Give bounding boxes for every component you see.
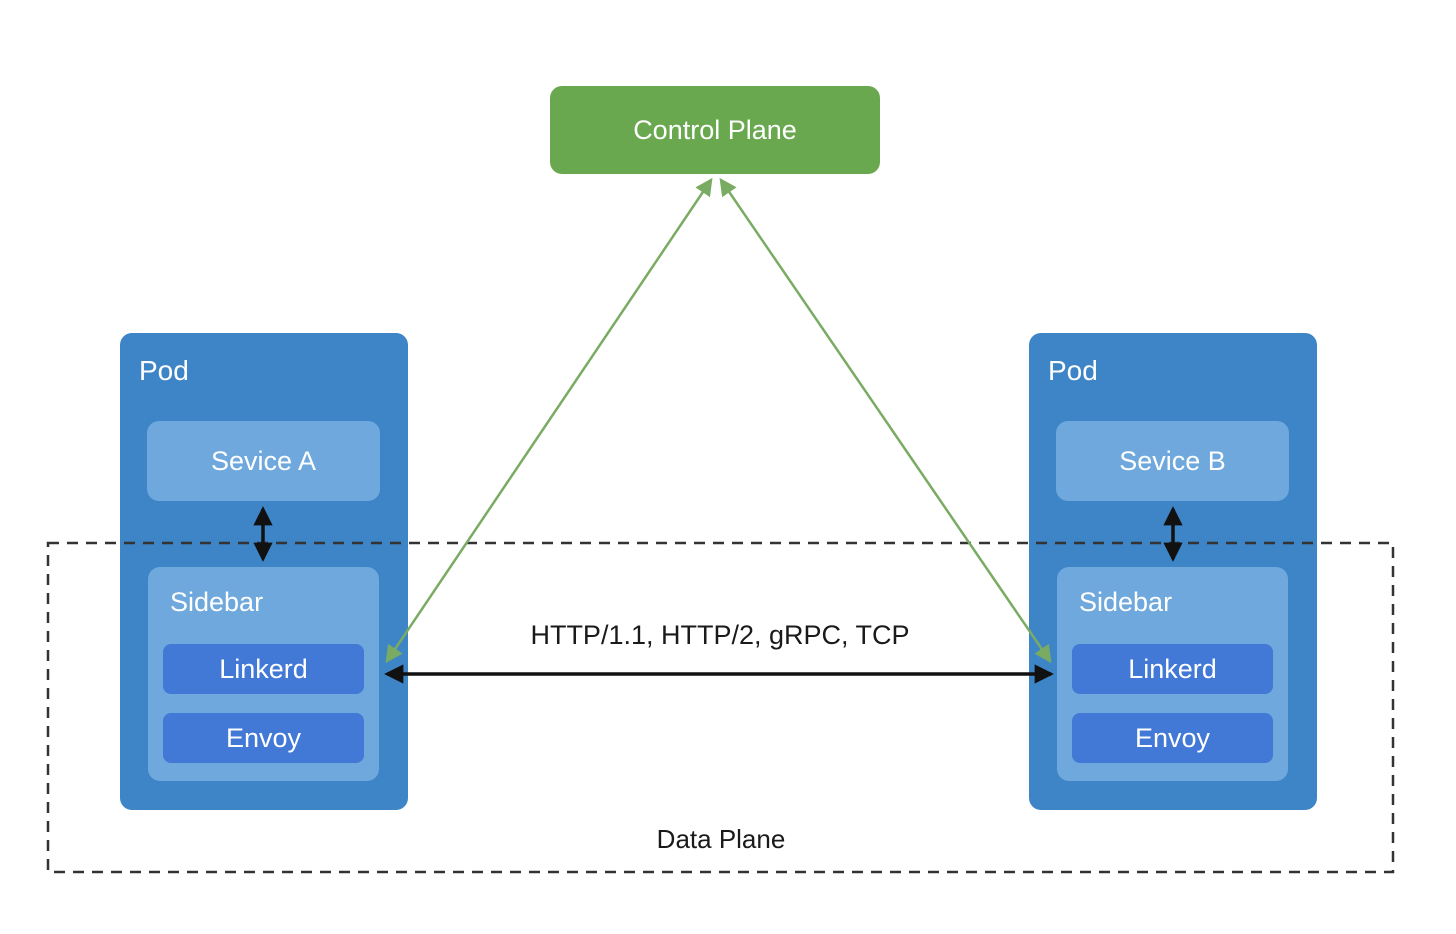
sidebar-b-box: Sidebar Linkerd Envoy — [1057, 567, 1288, 781]
linkerd-b-label: Linkerd — [1128, 653, 1217, 684]
service-a-label: Sevice A — [210, 445, 317, 476]
envoy-a-box: Envoy — [163, 713, 364, 763]
control-plane-label: Control Plane — [633, 114, 797, 145]
linkerd-b-box: Linkerd — [1072, 644, 1273, 694]
service-b-box: Sevice B — [1056, 421, 1289, 501]
envoy-b-label: Envoy — [1134, 722, 1211, 753]
pod-to-pod-protocols-label: HTTP/1.1, HTTP/2, gRPC, TCP — [530, 620, 910, 650]
envoy-b-box: Envoy — [1072, 713, 1273, 763]
service-a-box: Sevice A — [147, 421, 380, 501]
sidebar-a-box: Sidebar Linkerd Envoy — [148, 567, 379, 781]
pod-a-box: Pod Sevice A Sidebar Linkerd Envoy — [120, 333, 408, 810]
control-plane-box: Control Plane — [550, 86, 880, 174]
control-plane-link-left-arrow — [385, 177, 713, 664]
sidebar-b-title: Sidebar — [1079, 587, 1173, 617]
service-b-label: Sevice B — [1119, 445, 1226, 476]
sidebar-a-title: Sidebar — [170, 587, 264, 617]
control-plane-link-right-arrow — [719, 177, 1052, 664]
data-plane-label: Data Plane — [656, 824, 786, 854]
envoy-a-label: Envoy — [225, 722, 302, 753]
pod-a-title: Pod — [139, 355, 189, 386]
linkerd-a-label: Linkerd — [219, 653, 308, 684]
pod-b-box: Pod Sevice B Sidebar Linkerd Envoy — [1029, 333, 1317, 810]
linkerd-a-box: Linkerd — [163, 644, 364, 694]
pod-b-title: Pod — [1048, 355, 1098, 386]
